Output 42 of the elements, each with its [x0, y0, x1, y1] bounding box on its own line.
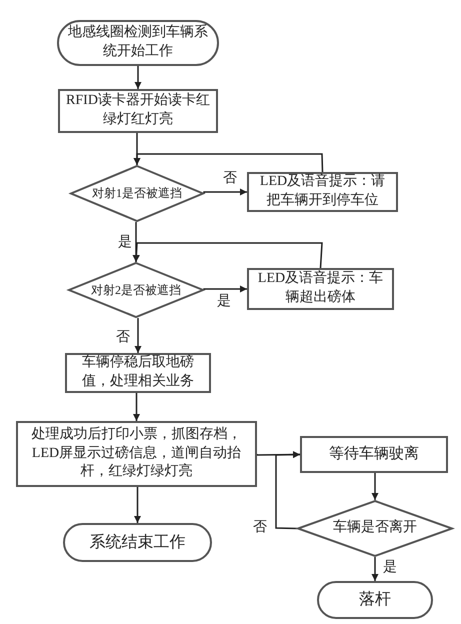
arrow: [133, 393, 140, 421]
process-box: [58, 89, 218, 133]
node-text: 车辆是否离开: [332, 519, 418, 538]
edge-label: 是: [382, 560, 398, 576]
node-text: LED及语音提示：请把车辆开到停车位: [258, 173, 386, 210]
process-box: [65, 353, 211, 393]
arrow: [134, 487, 141, 523]
edge-label: 否: [222, 171, 238, 187]
node-text: LED及语音提示：车辆超出磅体: [256, 270, 384, 307]
node-text: RFID读卡器开始读卡红绿灯红灯亮: [65, 92, 211, 129]
node-text: 等待车辆驶离: [328, 444, 420, 464]
process-box: [247, 172, 398, 212]
arrow: [372, 557, 378, 581]
end-terminal: [317, 581, 433, 619]
node-text: 车辆停稳后取地磅值，处理相关业务: [81, 354, 195, 391]
decision-diamond: [297, 500, 453, 557]
arrow: [203, 286, 247, 292]
decision-diamond: [68, 262, 204, 318]
node-text: 处理成功后打印小票，抓图存档，LED屏显示过磅信息，道闸自动抬杆，红绿灯绿灯亮: [30, 426, 242, 482]
arrow: [203, 188, 247, 196]
arrow: [372, 473, 378, 500]
process-box: [300, 436, 448, 473]
node-text: 对射2是否被遮挡: [90, 282, 182, 298]
node-text: 地感线圈检测到车辆系统开始工作: [67, 24, 209, 61]
arrow: [134, 66, 142, 89]
edge-label: 否: [252, 520, 268, 536]
arrow: [134, 153, 324, 172]
process-box: [16, 421, 257, 487]
end-terminal: [63, 523, 212, 562]
arrow: [132, 222, 140, 262]
arrow: [134, 318, 142, 353]
edge-label: 否: [115, 330, 131, 346]
edge-label: 是: [117, 235, 133, 251]
node-text: 落杆: [358, 590, 392, 610]
node-text: 系统结束工作: [88, 532, 186, 553]
edge-label: 是: [216, 294, 232, 310]
start-terminal: [57, 20, 219, 66]
decision-diamond: [70, 165, 204, 222]
arrow: [275, 451, 300, 530]
arrow: [132, 242, 323, 268]
node-text: 对射1是否被遮挡: [91, 185, 183, 202]
process-box: [247, 268, 394, 310]
